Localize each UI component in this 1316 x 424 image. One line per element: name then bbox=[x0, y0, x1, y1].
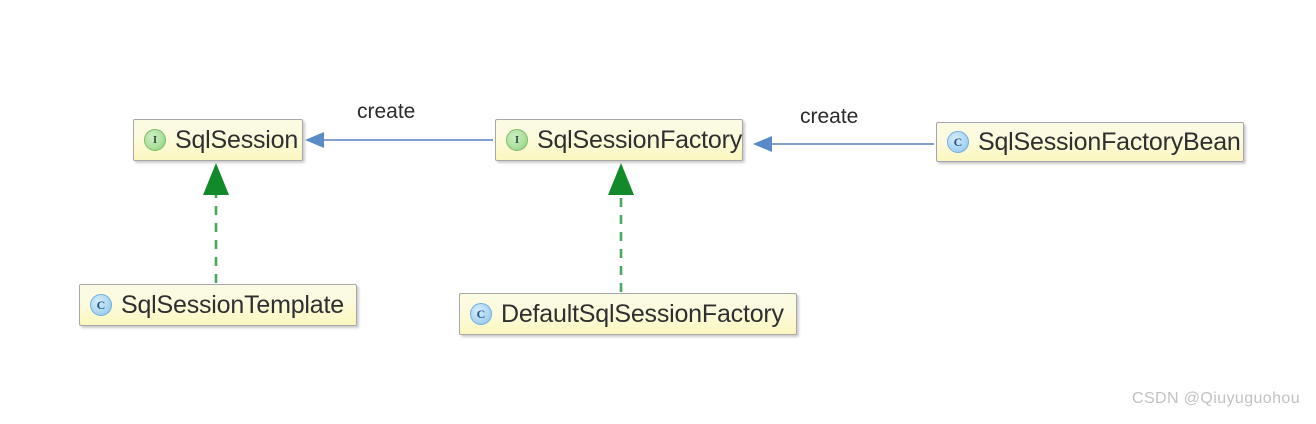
arrowhead-open-triangle bbox=[305, 132, 324, 148]
class-circle-icon: C bbox=[90, 294, 112, 316]
class-circle-icon: C bbox=[947, 131, 969, 153]
class-node-sql-session-template[interactable]: C SqlSessionTemplate bbox=[79, 284, 357, 326]
interface-circle-icon: I bbox=[144, 129, 166, 151]
interface-circle-icon: I bbox=[506, 129, 528, 151]
arrowhead-filled-triangle bbox=[608, 163, 634, 195]
class-node-label: SqlSessionFactoryBean bbox=[978, 127, 1241, 156]
class-node-sql-session[interactable]: I SqlSession bbox=[133, 119, 303, 161]
arrowhead-filled-triangle bbox=[203, 163, 229, 195]
edge-label-create-factory-to-session: create bbox=[357, 100, 416, 123]
class-node-default-sql-session-factory[interactable]: C DefaultSqlSessionFactory bbox=[459, 293, 797, 335]
edge-create-bean-to-factory bbox=[753, 136, 934, 152]
class-node-sql-session-factory-bean[interactable]: C SqlSessionFactoryBean bbox=[936, 122, 1244, 162]
edge-realize-template-to-session bbox=[203, 163, 229, 283]
edge-realize-defaultfactory-to-factory bbox=[608, 163, 634, 292]
edge-create-factory-to-session bbox=[305, 132, 493, 148]
class-node-label: SqlSessionTemplate bbox=[121, 290, 344, 319]
arrowhead-open-triangle bbox=[753, 136, 772, 152]
class-node-label: DefaultSqlSessionFactory bbox=[501, 299, 784, 328]
watermark-text: CSDN @Qiuyuguohou bbox=[1131, 390, 1300, 407]
class-circle-icon: C bbox=[470, 303, 492, 325]
class-node-label: SqlSession bbox=[175, 125, 299, 154]
class-node-label: SqlSessionFactory bbox=[537, 125, 743, 154]
edge-label-create-bean-to-factory: create bbox=[800, 105, 859, 128]
class-node-sql-session-factory[interactable]: I SqlSessionFactory bbox=[495, 119, 743, 161]
